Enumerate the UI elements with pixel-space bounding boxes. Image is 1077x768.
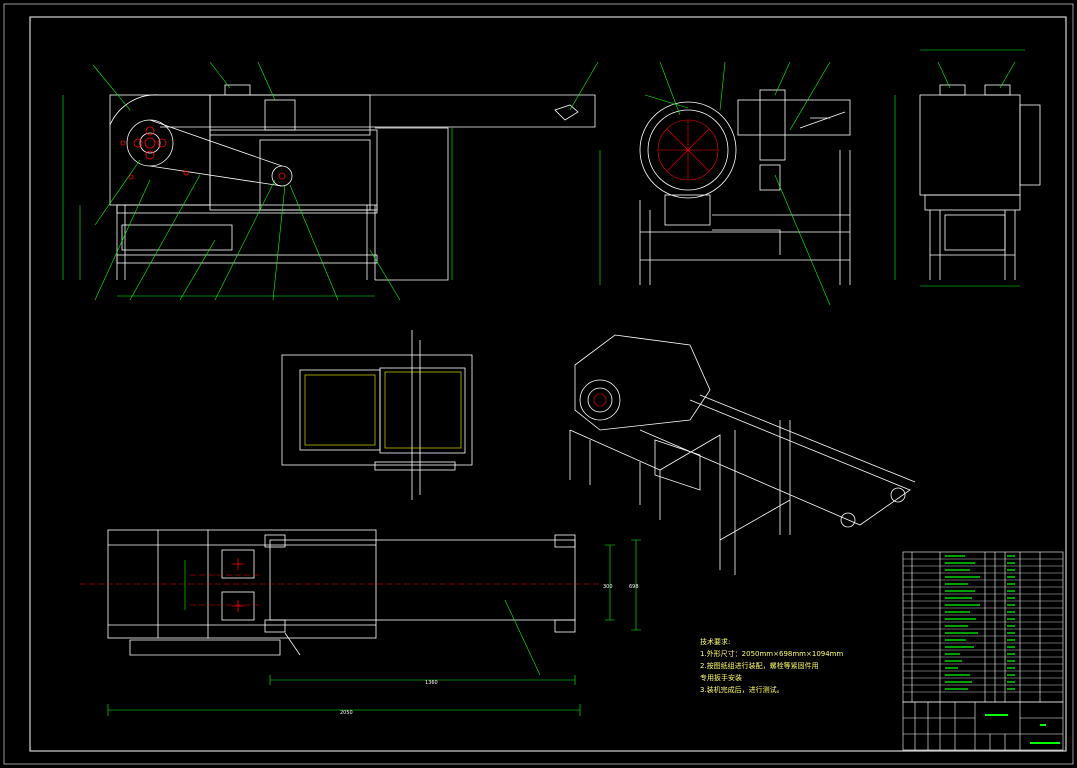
side-section-view <box>639 89 851 285</box>
notes-line-3: 专用扳手安装 <box>700 674 742 682</box>
parts-list-rows <box>903 558 1063 693</box>
front-view <box>109 84 596 281</box>
front-view-red-holes <box>120 126 286 180</box>
title-block-green-marks <box>985 714 1060 744</box>
plan-section-view <box>281 330 473 500</box>
parts-list-green-text <box>945 555 1015 690</box>
notes-line-4: 3.装机完成后，进行测试。 <box>700 686 784 694</box>
conveyor-dimensions <box>107 539 641 716</box>
dim-belt-length: 1360 <box>425 680 438 686</box>
plan-section-yellow <box>304 371 462 449</box>
end-view-leaders <box>894 49 1025 287</box>
conveyor-motor-marks <box>232 558 244 612</box>
dim-overall-length: 2050 <box>340 710 353 716</box>
dim-overall-width: 698 <box>629 584 639 590</box>
side-section-leaders <box>599 61 831 306</box>
technical-requirements: 技术要求: 1.外形尺寸：2050mm×698mm×1094mm 2.按图纸组进… <box>700 636 843 696</box>
isometric-view-red <box>593 393 607 407</box>
title-block <box>902 701 1064 751</box>
sheet-border <box>3 3 1074 765</box>
conveyor-centerline <box>80 574 600 606</box>
end-view <box>919 84 1041 280</box>
side-section-red-rotor <box>657 119 719 181</box>
dim-belt-width: 300 <box>603 584 613 590</box>
conveyor-plan-view <box>107 529 576 656</box>
isometric-view <box>569 334 916 575</box>
notes-heading: 技术要求: <box>700 638 731 646</box>
front-view-leaders <box>62 61 599 301</box>
notes-line-2: 2.按图纸组进行装配，螺栓等紧固件用 <box>700 662 819 670</box>
notes-line-1: 1.外形尺寸：2050mm×698mm×1094mm <box>700 650 844 658</box>
parts-list-table <box>902 551 1064 703</box>
